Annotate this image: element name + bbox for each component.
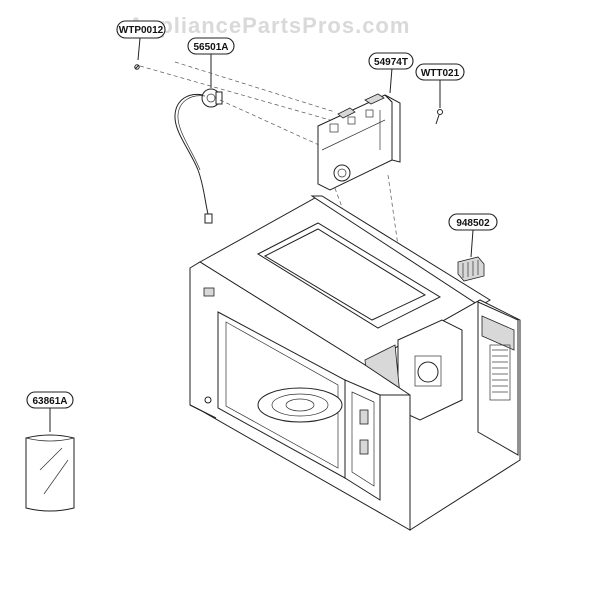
label-pill-wtt021[interactable]: WTT021: [415, 63, 465, 81]
sensor-harness-part[interactable]: [174, 53, 223, 224]
label-63861a-text: 63861A: [32, 396, 67, 407]
label-pill-948502[interactable]: 948502: [448, 213, 498, 231]
bag-part[interactable]: [25, 408, 75, 512]
screw-right-part[interactable]: [435, 80, 443, 125]
bracket-part[interactable]: [317, 67, 401, 191]
label-pill-wtp0012[interactable]: WTP0012: [116, 20, 166, 39]
watermark-text: AppliancePartsPros.com: [128, 13, 410, 38]
label-54974t-text: 54974T: [374, 57, 408, 68]
label-pill-63861a[interactable]: 63861A: [26, 391, 74, 409]
label-pill-54974t[interactable]: 54974T: [368, 52, 414, 70]
microwave-cavity-assembly: [189, 195, 521, 531]
label-pill-56501a[interactable]: 56501A: [187, 37, 235, 55]
turntable: [257, 387, 343, 423]
label-wtp0012-text: WTP0012: [119, 25, 164, 36]
label-948502-text: 948502: [456, 218, 490, 229]
vent-grille: [492, 349, 508, 393]
filter-part[interactable]: [457, 229, 485, 282]
label-56501a-text: 56501A: [193, 42, 228, 53]
label-wtt021-text: WTT021: [421, 68, 460, 79]
screw-left-part[interactable]: [134, 37, 141, 70]
